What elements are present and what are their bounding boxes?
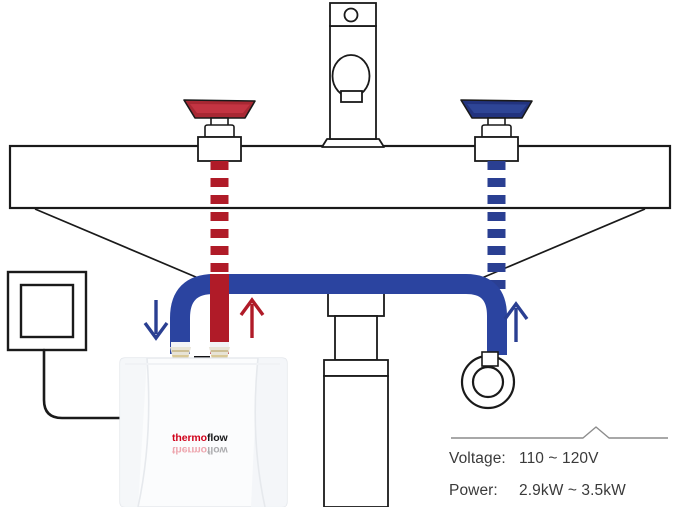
power-cable xyxy=(42,348,122,420)
specifications-panel: Voltage: 110 ~ 120V Power: 2.9kW ~ 3.5kW xyxy=(448,428,670,504)
countertop-slab xyxy=(8,144,672,210)
hot-outlet-pipe xyxy=(210,274,229,354)
voltage-label: Voltage: xyxy=(449,450,506,467)
shutoff-valve-ring[interactable] xyxy=(460,351,516,410)
sink-drain-pipe xyxy=(323,286,389,507)
spec-divider-line xyxy=(451,426,668,439)
spout-screw-icon xyxy=(343,7,359,23)
voltage-value: 110 ~ 120V xyxy=(519,450,599,467)
power-value: 2.9kW ~ 3.5kW xyxy=(519,482,626,499)
cold-handle[interactable] xyxy=(460,99,533,162)
cold-supply-arrow xyxy=(503,301,529,342)
cold-feed-pipe xyxy=(170,274,507,355)
faucet-spout[interactable] xyxy=(321,2,385,148)
hot-handle[interactable] xyxy=(183,99,256,162)
tankless-water-heater[interactable] xyxy=(119,357,288,507)
voltage-spec-row: Voltage: 110 ~ 120V xyxy=(449,450,599,468)
cold-inlet-arrow xyxy=(143,300,169,341)
hot-outlet-arrow xyxy=(239,297,265,338)
power-label: Power: xyxy=(449,482,498,499)
wall-power-outlet[interactable] xyxy=(6,270,88,352)
power-spec-row: Power: 2.9kW ~ 3.5kW xyxy=(449,482,626,500)
